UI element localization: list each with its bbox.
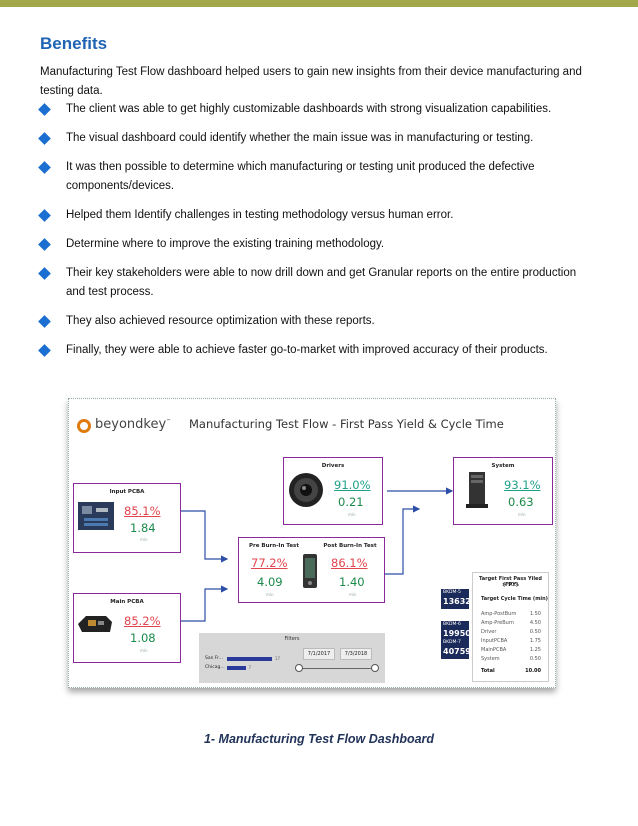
- station-badge: BKDM-7 40759: [441, 639, 471, 659]
- location-bar[interactable]: [227, 666, 246, 670]
- date-slider-track[interactable]: [299, 668, 377, 669]
- logo-mark-icon: [77, 419, 91, 433]
- date-to-field[interactable]: 7/3/2018: [340, 648, 372, 660]
- diamond-bullet-icon: [38, 238, 51, 251]
- diamond-bullet-icon: [38, 315, 51, 328]
- location-count: 17: [275, 656, 281, 661]
- speaker-driver-icon: [289, 473, 323, 507]
- station-badge: BKDM-6 19950: [441, 621, 471, 641]
- dashboard-title: Manufacturing Test Flow - First Pass Yie…: [189, 417, 504, 431]
- diamond-bullet-icon: [38, 132, 51, 145]
- diamond-bullet-icon: [38, 161, 51, 174]
- pcb-board-icon: [78, 502, 114, 530]
- flow-arrows: [181, 487, 454, 622]
- location-count: 7: [248, 665, 252, 670]
- server-tower-icon: [466, 472, 488, 508]
- figure-caption: 1- Manufacturing Test Flow Dashboard: [203, 732, 435, 746]
- flow-arrow: [385, 499, 417, 574]
- circuit-board-icon: [78, 616, 112, 632]
- diamond-bullet-icon: [38, 344, 51, 357]
- system-card: System 93.1% 0.63 min: [453, 457, 553, 525]
- location-bar[interactable]: [227, 657, 272, 661]
- flow-arrow: [181, 510, 229, 563]
- filters-panel: Filters San Fr... 17 Chicag... 7 7/1/201…: [199, 633, 385, 683]
- station-badge: BKDM-5 13632: [441, 589, 471, 609]
- input-pcba-card: Input PCBA 85.1% 1.84 min: [73, 483, 181, 553]
- diamond-bullet-icon: [38, 267, 51, 280]
- target-table: Target First Pass Yiled (FPY) > 90% Targ…: [472, 572, 549, 682]
- diamond-bullet-icon: [38, 209, 51, 222]
- drivers-card: Drivers 91.0% 0.21 min: [283, 457, 383, 525]
- top-accent-bar: [0, 0, 638, 7]
- amplifier-device-icon: [303, 554, 317, 588]
- date-from-field[interactable]: 7/1/2017: [303, 648, 335, 660]
- diamond-bullet-icon: [38, 103, 51, 116]
- flow-arrow: [181, 585, 229, 622]
- burn-in-test-card: Pre Burn-In Test Post Burn-In Test 77.2%…: [238, 537, 385, 603]
- main-pcba-card: Main PCBA 85.2% 1.08 min: [73, 593, 181, 663]
- intro-paragraph: Manufacturing Test Flow dashboard helped…: [40, 66, 582, 97]
- slider-start-handle[interactable]: [295, 664, 303, 672]
- section-heading: Benefits: [40, 34, 108, 53]
- flow-arrow: [385, 505, 421, 575]
- slider-end-handle[interactable]: [371, 664, 379, 672]
- dashboard-screenshot: beyondkey™ Manufacturing Test Flow - Fir…: [68, 398, 556, 688]
